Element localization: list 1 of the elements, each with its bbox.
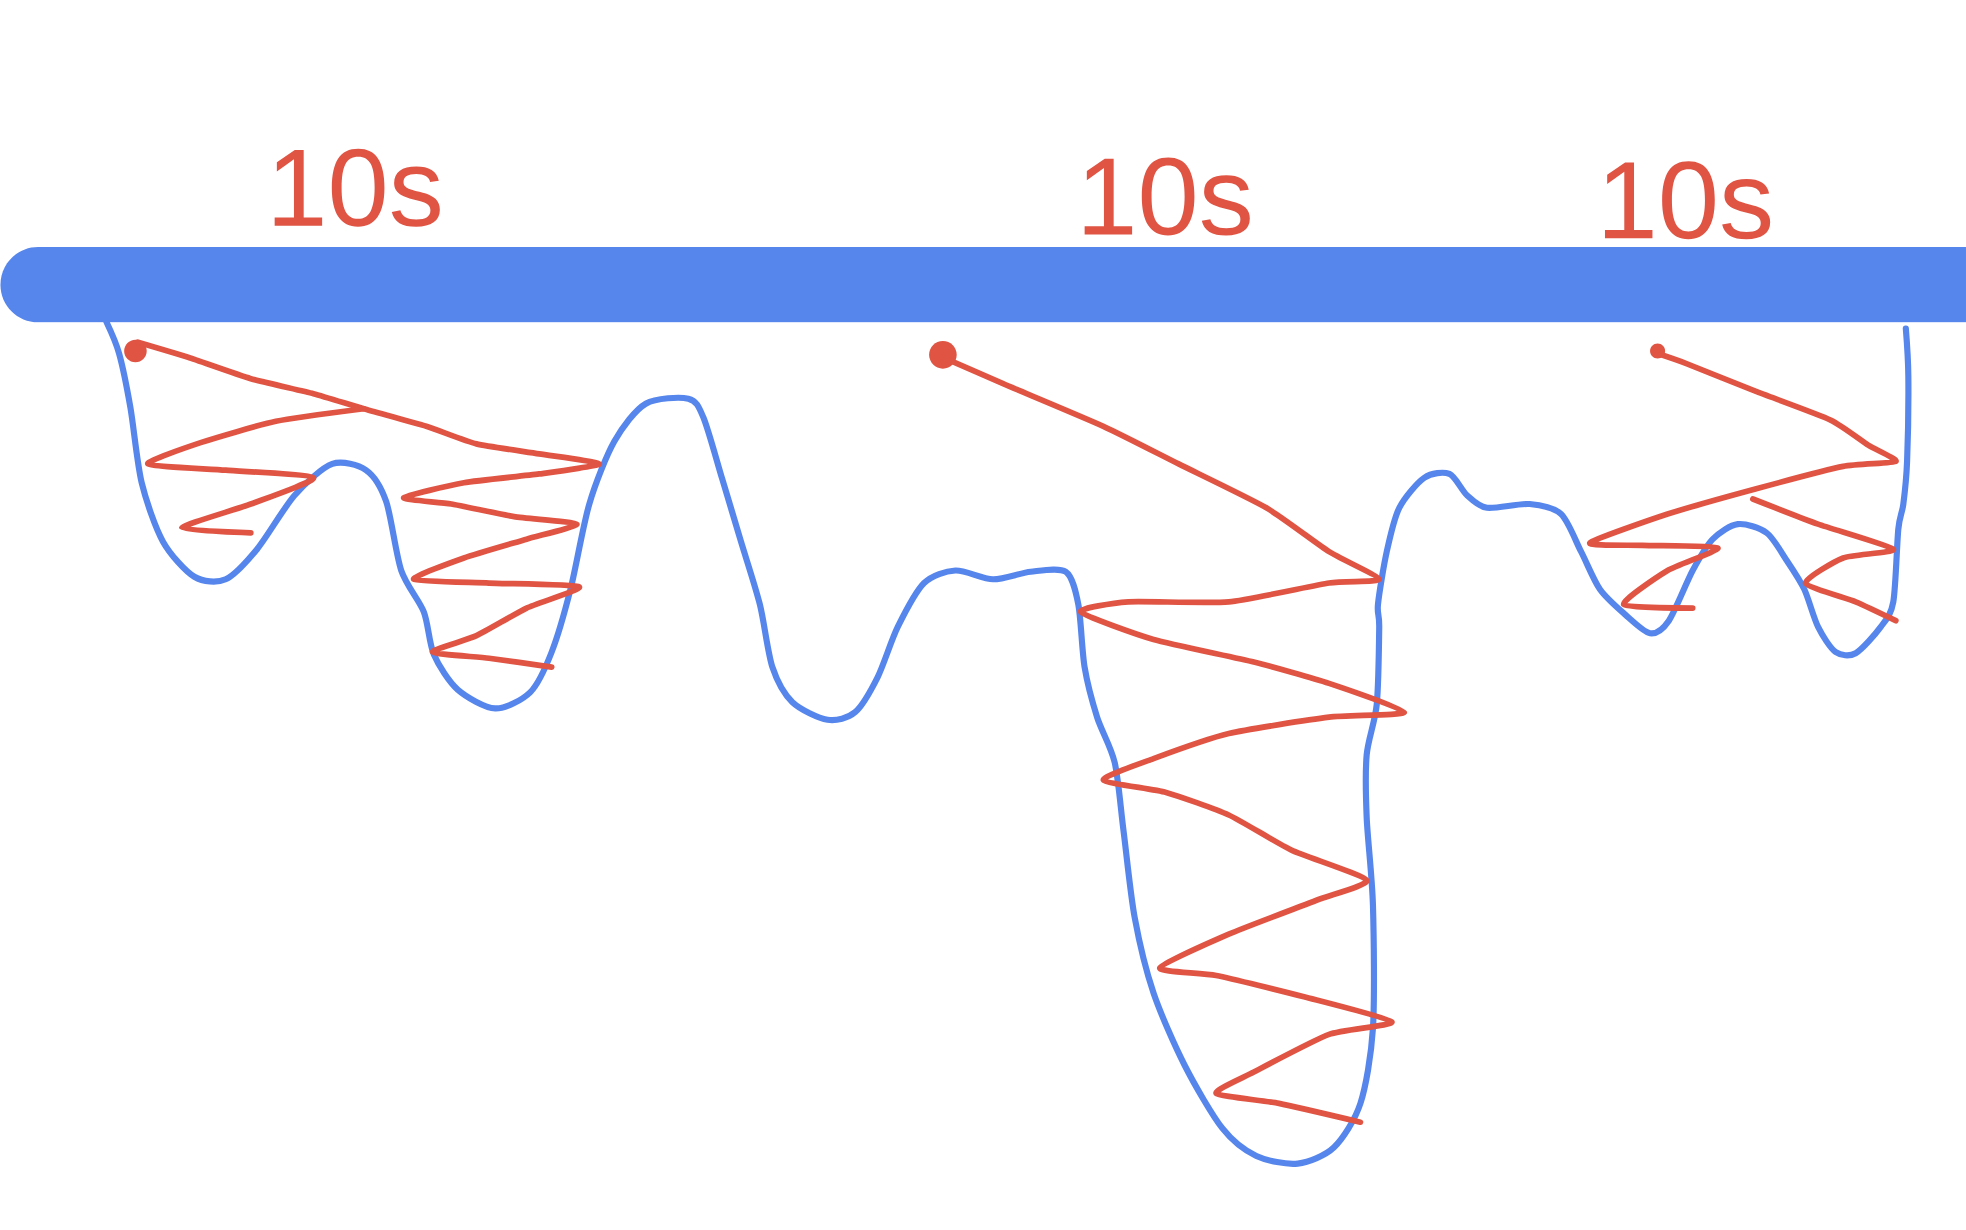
- horizontal-bar: [0, 247, 1966, 323]
